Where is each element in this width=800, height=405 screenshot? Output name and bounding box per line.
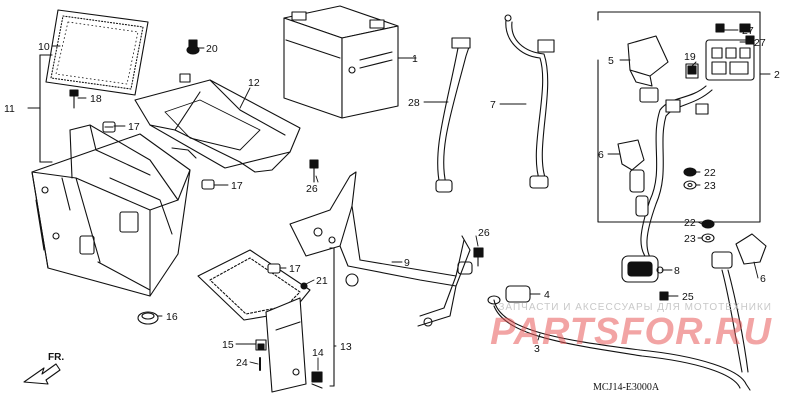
nut-22b bbox=[701, 219, 715, 229]
callout-18: 18 bbox=[90, 93, 102, 105]
callout-10: 10 bbox=[38, 41, 50, 53]
callout-20: 20 bbox=[206, 43, 218, 55]
callout-28: 28 bbox=[408, 97, 420, 109]
starter-relay bbox=[621, 255, 664, 283]
clip-17c bbox=[267, 263, 281, 274]
callout-26a: 26 bbox=[306, 183, 318, 195]
bracket-2 bbox=[597, 11, 771, 223]
diagram-code: MCJ14-E3000A bbox=[593, 382, 660, 393]
callout-22b: 22 bbox=[684, 217, 696, 229]
washer-23a bbox=[683, 180, 697, 190]
callout-17b: 17 bbox=[231, 180, 243, 192]
callout-6b: 6 bbox=[760, 273, 766, 285]
callout-13: 13 bbox=[340, 341, 352, 353]
wire-harness bbox=[629, 85, 713, 267]
bolt-15 bbox=[255, 339, 267, 351]
screw-21 bbox=[300, 282, 308, 290]
callout-27b: 27 bbox=[754, 37, 766, 49]
callout-numbers: 10 11 20 18 17 12 17 1 28 7 26 26 9 17 2… bbox=[4, 25, 780, 369]
callout-2: 2 bbox=[774, 69, 780, 81]
callout-1: 1 bbox=[412, 53, 418, 65]
negative-cable bbox=[435, 37, 471, 193]
callout-22a: 22 bbox=[704, 167, 716, 179]
callout-21: 21 bbox=[316, 275, 328, 287]
callout-6a: 6 bbox=[598, 149, 604, 161]
callout-26b: 26 bbox=[478, 227, 490, 239]
callout-17c: 17 bbox=[289, 263, 301, 275]
clip-17a bbox=[102, 121, 116, 133]
relay-cover bbox=[627, 35, 669, 87]
grommet-20 bbox=[186, 39, 200, 55]
battery-pad bbox=[45, 9, 149, 96]
battery-tray bbox=[134, 73, 301, 173]
battery-box bbox=[31, 124, 191, 297]
nut-22a bbox=[683, 167, 697, 177]
positive-cable bbox=[504, 14, 555, 189]
callout-15: 15 bbox=[222, 339, 234, 351]
callout-24: 24 bbox=[236, 357, 248, 369]
bracket-frame bbox=[289, 171, 473, 327]
bolt-26b bbox=[473, 247, 484, 267]
battery bbox=[283, 5, 417, 119]
washer-23b bbox=[701, 233, 715, 243]
callout-12: 12 bbox=[248, 77, 260, 89]
callout-25: 25 bbox=[682, 291, 694, 303]
callout-14: 14 bbox=[312, 347, 324, 359]
callout-27a: 27 bbox=[742, 25, 754, 37]
bolt-25 bbox=[659, 291, 669, 301]
clip-17b bbox=[201, 179, 215, 190]
callout-5: 5 bbox=[608, 55, 614, 67]
callout-3: 3 bbox=[534, 343, 540, 355]
bolt-26a bbox=[309, 159, 319, 183]
terminal-boot-6b bbox=[735, 233, 767, 265]
screw-18 bbox=[69, 89, 79, 109]
front-direction-label: FR. bbox=[48, 352, 65, 363]
relay-19 bbox=[685, 63, 699, 79]
callout-4: 4 bbox=[544, 289, 550, 301]
starter-cable bbox=[487, 251, 751, 391]
callout-23b: 23 bbox=[684, 233, 696, 245]
front-arrow-icon bbox=[23, 363, 61, 385]
grommet-16 bbox=[137, 311, 159, 325]
callout-19: 19 bbox=[684, 51, 696, 63]
callout-17a: 17 bbox=[128, 121, 140, 133]
callout-11: 11 bbox=[4, 103, 15, 115]
callout-23a: 23 bbox=[704, 180, 716, 192]
callout-8: 8 bbox=[674, 265, 680, 277]
lower-tray bbox=[197, 249, 311, 393]
relay-block bbox=[705, 23, 755, 81]
bracket-13 bbox=[329, 247, 335, 387]
callout-9: 9 bbox=[404, 257, 410, 269]
leader-lines bbox=[51, 29, 759, 371]
terminal-boot-6a bbox=[617, 139, 645, 171]
callout-7: 7 bbox=[490, 99, 496, 111]
callout-16: 16 bbox=[166, 311, 178, 323]
bolt-14 bbox=[311, 371, 323, 389]
